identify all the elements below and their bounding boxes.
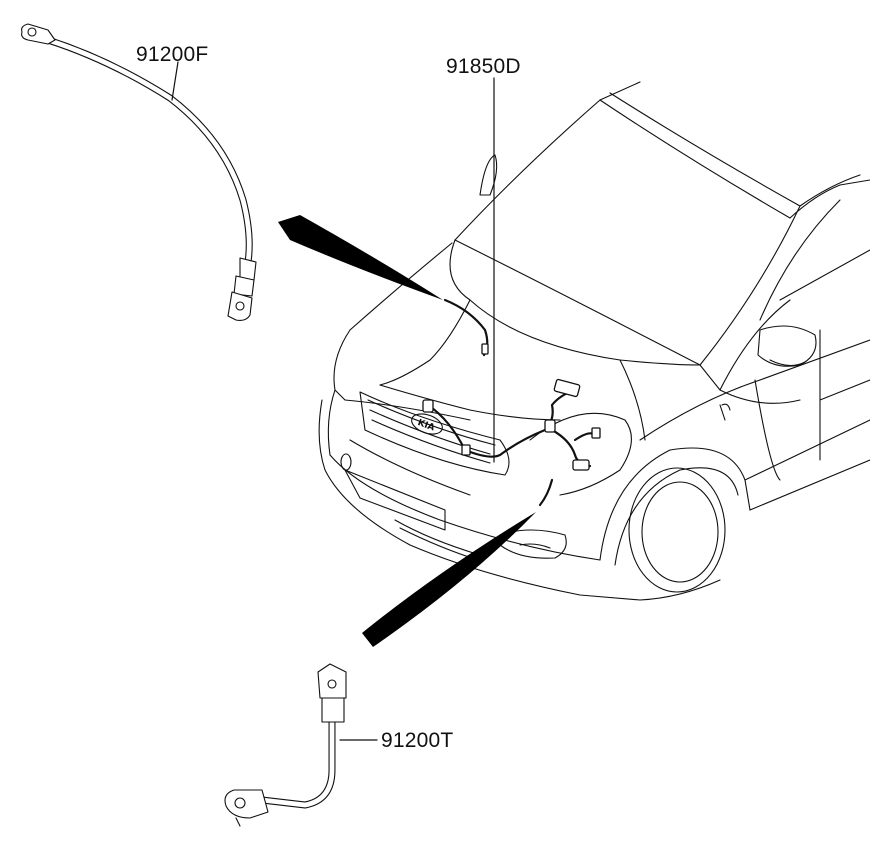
pointer-wedges <box>278 215 536 647</box>
callout-91200f: 91200F <box>136 43 209 66</box>
leader-91200f <box>171 61 179 101</box>
car-outline <box>318 81 870 601</box>
harness-connectors <box>422 343 601 471</box>
battery-cable <box>224 663 347 827</box>
callout-91850d: 91850D <box>446 55 521 78</box>
pointer-wedge-bottom <box>362 512 536 647</box>
front-ground-cable <box>21 23 257 321</box>
callout-91200t: 91200T <box>381 729 454 752</box>
pointer-wedge-top <box>278 215 443 300</box>
leader-lines <box>171 61 495 741</box>
